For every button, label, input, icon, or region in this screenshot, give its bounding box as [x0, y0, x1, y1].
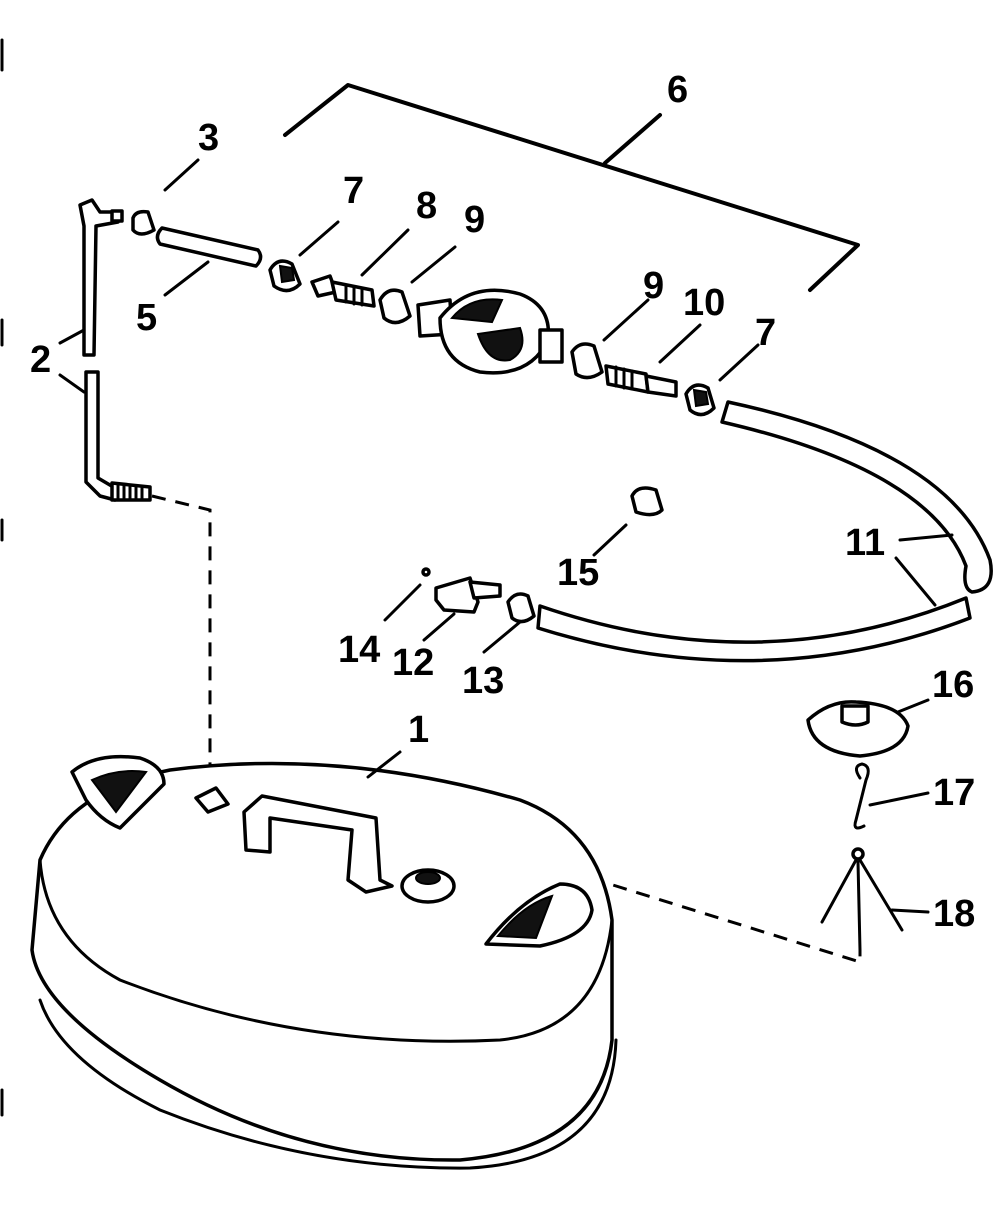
clamp-part-9-left	[378, 245, 457, 325]
callout-15: 15	[557, 552, 599, 594]
pickup-tube-part-2	[58, 198, 152, 502]
callout-18: 18	[933, 893, 975, 935]
primer-bulb	[416, 288, 564, 375]
callout-17: 17	[933, 772, 975, 814]
group-6-bracket	[283, 83, 860, 292]
clamp-part-7-right	[684, 343, 760, 417]
chain-part-18	[820, 847, 930, 952]
callout-16: 16	[932, 664, 974, 706]
callout-9-right: 9	[643, 265, 664, 307]
callout-2: 2	[30, 339, 51, 381]
callout-10: 10	[683, 282, 725, 324]
callout-7-right: 7	[755, 312, 776, 354]
callout-12: 12	[392, 642, 434, 684]
connector-part-12	[383, 567, 502, 642]
clamp-part-13	[482, 592, 536, 654]
callout-7-left: 7	[343, 170, 364, 212]
fuel-tank-part-1	[30, 754, 618, 1170]
callout-13: 13	[462, 660, 504, 702]
callout-labels: 1 2 3 5 6 7 7 8 9 9 10 11 12 13 14 15 16…	[30, 69, 975, 935]
hose-part-5	[155, 226, 263, 297]
callout-5: 5	[136, 297, 157, 339]
callout-11: 11	[845, 522, 885, 564]
callout-3: 3	[198, 117, 219, 159]
callout-6: 6	[667, 69, 688, 111]
plug-part-15	[592, 486, 664, 557]
callout-8: 8	[416, 185, 437, 227]
clip-part-3	[131, 158, 200, 236]
check-valve-part-8	[310, 228, 410, 308]
clamp-part-7-left	[268, 220, 340, 293]
callout-1: 1	[408, 709, 429, 751]
hook-part-17	[853, 762, 930, 830]
callout-14: 14	[338, 629, 380, 671]
callout-9-left: 9	[464, 199, 485, 241]
fuel-hose-part-11	[536, 400, 993, 663]
clamp-part-9-right	[570, 298, 650, 380]
check-valve-part-10	[604, 323, 702, 398]
filler-cap-part-16	[806, 698, 930, 758]
